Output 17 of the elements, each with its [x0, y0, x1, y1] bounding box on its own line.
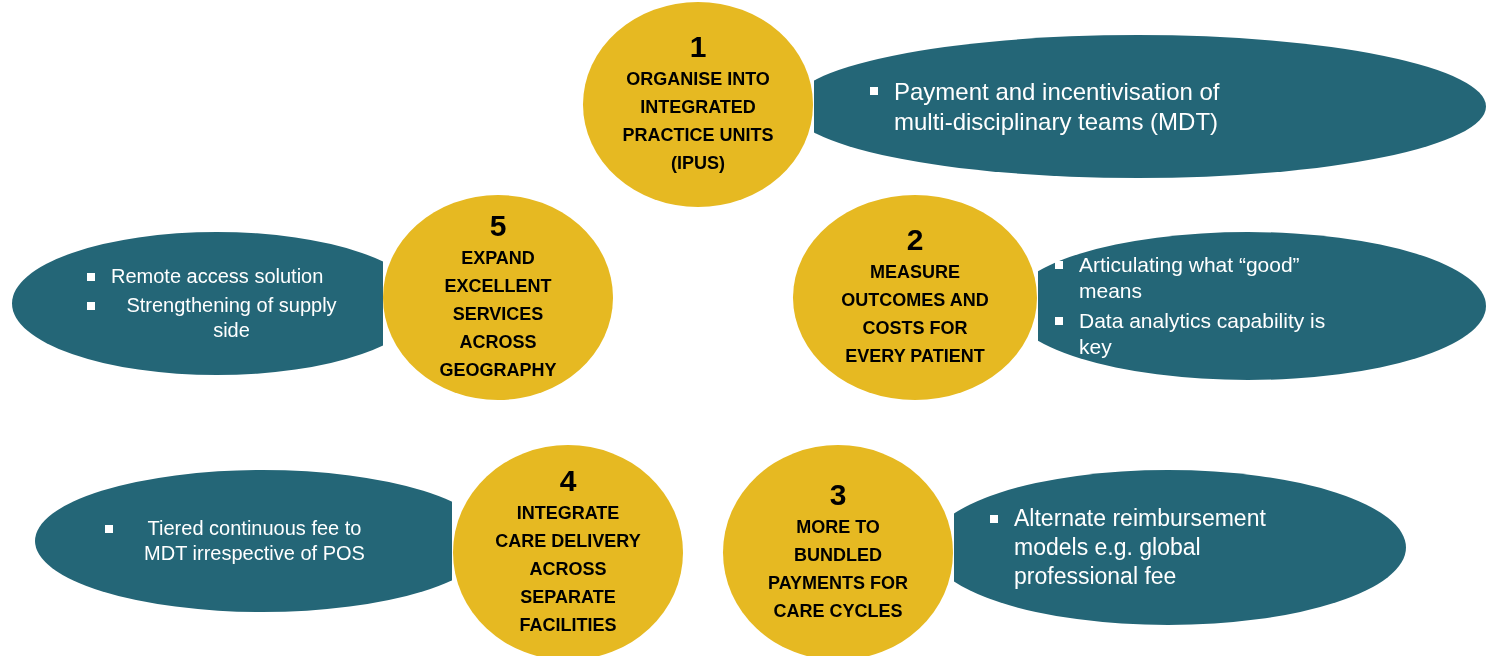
step-title: INTEGRATE CARE DELIVERY ACROSS SEPARATE FACILITIES	[494, 501, 642, 637]
step-number: 1	[689, 32, 707, 61]
step-number: 3	[829, 480, 847, 509]
bullet-text: Alternate reimbursement models e.g. global professional fee	[1014, 504, 1267, 591]
step-number: 4	[559, 466, 577, 495]
step-title: MEASURE OUTCOMES AND COSTS FOR EVERY PATIENT	[840, 260, 990, 368]
step-title: MORE TO BUNDLED PAYMENTS FOR CARE CYCLES	[767, 515, 909, 623]
step-title: EXPAND EXCELLENT SERVICES ACROSS GEOGRAPHY	[438, 246, 558, 382]
bullet-text: Data analytics capability is key	[1079, 308, 1327, 361]
bullet-text: Strengthening of supply side	[125, 293, 338, 343]
bullet-text: Articulating what “good” means	[1079, 251, 1301, 304]
step-number: 2	[906, 225, 924, 254]
step-number: 5	[489, 211, 507, 240]
bullet-text: Payment and incentivisation of multi-disciplinary teams (MDT)	[894, 76, 1221, 137]
bullet-text: Tiered continuous fee to MDT irrespective of POS	[143, 516, 366, 566]
step-title: ORGANISE INTO INTEGRATED PRACTICE UNITS (IPUS)	[621, 67, 775, 175]
bullet-text: Remote access solution	[111, 264, 324, 289]
